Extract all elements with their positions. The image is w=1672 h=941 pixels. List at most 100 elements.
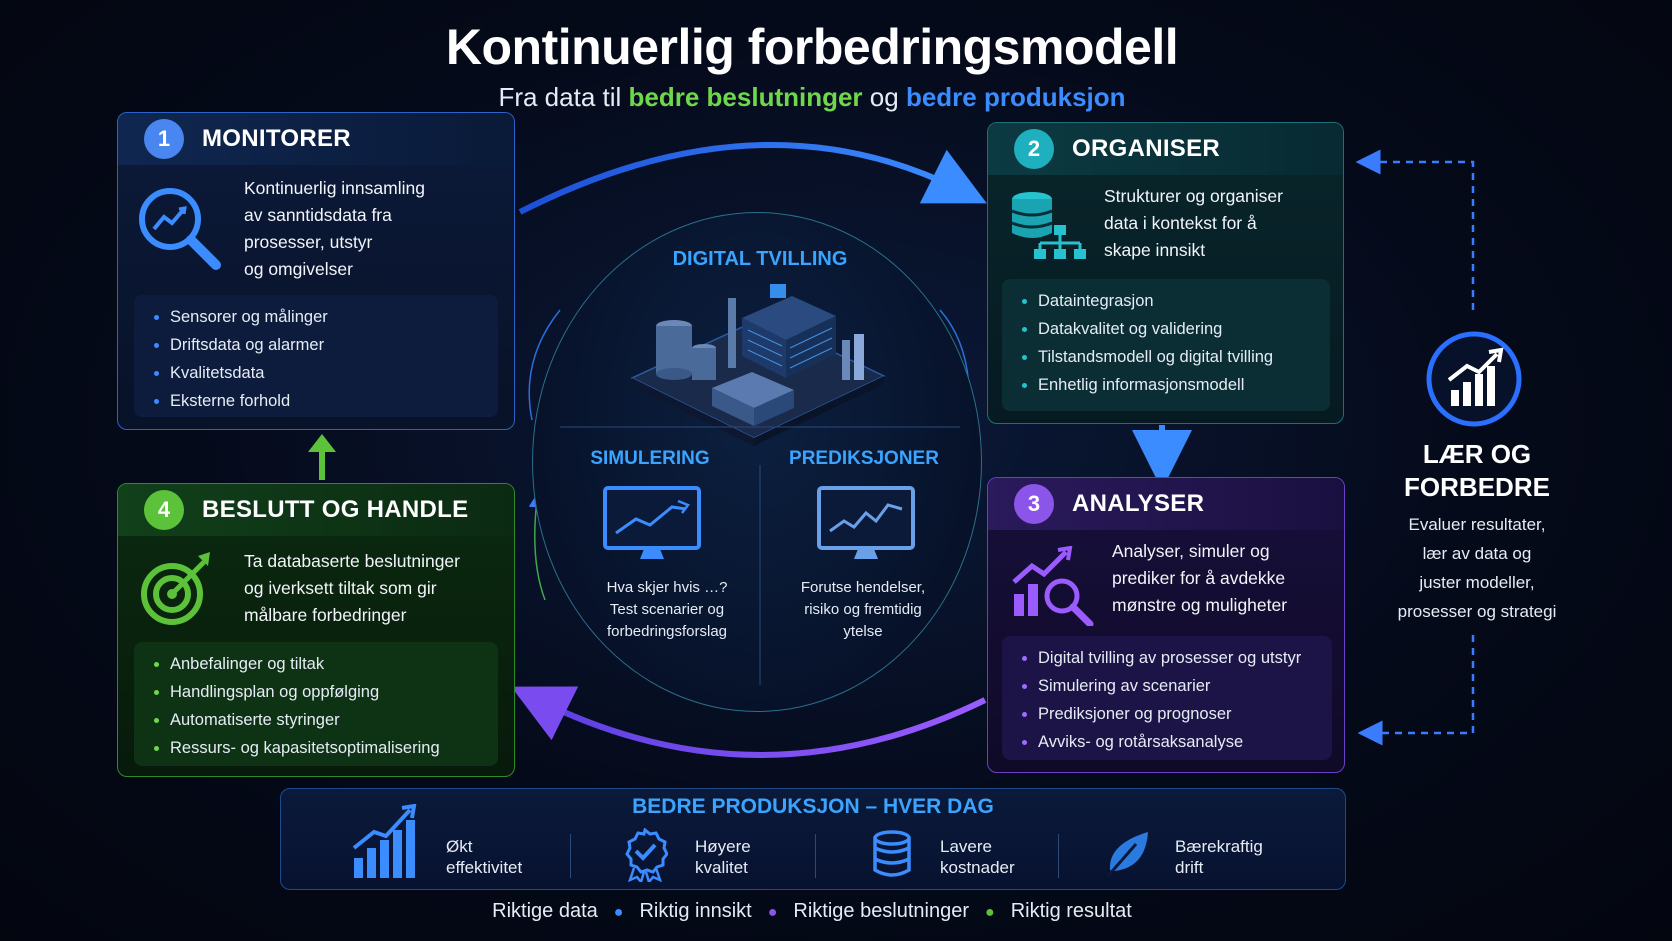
- digital-twin-title: DIGITAL TVILLING: [672, 248, 848, 270]
- factory-icon: [630, 284, 886, 446]
- benefit-efficiency: Økt effektivitet: [446, 836, 556, 878]
- footer-item: Riktig resultat: [1010, 900, 1132, 922]
- text-line: juster modeller,: [1419, 573, 1535, 592]
- card-organise-bullets: Dataintegrasjon Datakvalitet og valideri…: [1002, 279, 1330, 411]
- card-decide-bullets: Anbefalinger og tiltak Handlingsplan og …: [134, 642, 498, 766]
- text-line: Hva skjer hvis …?: [606, 579, 728, 596]
- footer-item: Riktige data: [492, 900, 598, 922]
- footer-item: Riktige beslutninger: [793, 900, 970, 922]
- card-decide-header: 4 BESLUTT OG HANDLE: [118, 484, 514, 536]
- card-analyse-desc: Analyser, simuler og prediker for å avde…: [1112, 538, 1340, 619]
- text-line: forbedringsforslag: [606, 623, 728, 640]
- desc-line: målbare forbedringer: [244, 605, 407, 625]
- divider: [815, 834, 816, 878]
- step-number-1: 1: [144, 119, 184, 159]
- growth-circle-icon: [1426, 331, 1522, 427]
- divider: [1058, 834, 1059, 878]
- monitor-prediction-icon: [817, 486, 915, 559]
- learn-title-line: FORBEDRE: [1404, 472, 1550, 502]
- text-line: Evaluer resultater,: [1408, 515, 1546, 534]
- benefit-line: drift: [1175, 858, 1204, 877]
- footer-dot: ●: [767, 904, 778, 921]
- desc-line: Analyser, simuler og: [1112, 541, 1270, 561]
- learn-text: Evaluer resultater, lær av data og juste…: [1372, 510, 1582, 626]
- simulation-text: Hva skjer hvis …? Test scenarier og forb…: [582, 577, 752, 643]
- list-item: Ressurs- og kapasitetsoptimalisering: [152, 734, 480, 762]
- list-item: Driftsdata og alarmer: [152, 331, 480, 359]
- benefit-cost: Lavere kostnader: [940, 836, 1050, 878]
- desc-line: av sanntidsdata fra: [244, 205, 392, 225]
- list-item: Automatiserte styringer: [152, 706, 480, 734]
- prediction-title: PREDIKSJONER: [789, 448, 939, 469]
- growth-chart-icon: [352, 804, 417, 878]
- list-item: Kvalitetsdata: [152, 359, 480, 387]
- page-title: Kontinuerlig forbedringsmodell: [445, 19, 1179, 75]
- desc-line: og omgivelser: [244, 259, 353, 279]
- target-arrow-icon: [141, 552, 210, 625]
- benefit-line: Økt: [446, 837, 473, 856]
- text-line: Test scenarier og: [609, 601, 725, 618]
- card-monitor-desc: Kontinuerlig innsamling av sanntidsdata …: [244, 175, 504, 283]
- center-dividers: [560, 426, 960, 685]
- desc-line: skape innsikt: [1104, 240, 1206, 260]
- benefit-line: kostnader: [940, 858, 1015, 877]
- card-monitor-header: 1 MONITORER: [118, 113, 514, 165]
- list-item: Digital tvilling av prosesser og utstyr: [1020, 644, 1314, 672]
- benefit-sustainability: Bærekraftig drift: [1175, 836, 1305, 878]
- card-analyse: 3 ANALYSER Analyser, simuler og prediker…: [987, 477, 1345, 773]
- step-number-4: 4: [144, 490, 184, 530]
- learn-title: LÆR OG FORBEDRE: [1372, 438, 1582, 504]
- card-analyse-bullets: Digital tvilling av prosesser og utstyr …: [1002, 636, 1332, 760]
- subtitle-middle: og: [869, 82, 899, 112]
- footer-dot: ●: [613, 904, 624, 921]
- database-network-icon: [1011, 192, 1086, 259]
- coins-icon: [873, 830, 911, 877]
- list-item: Anbefalinger og tiltak: [152, 650, 480, 678]
- learn-loop-top: [1355, 149, 1475, 310]
- text-line: Forutse hendelser,: [800, 579, 926, 596]
- card-organise-header: 2 ORGANISER: [988, 123, 1343, 175]
- text-line: lær av data og: [1422, 544, 1532, 563]
- text-line: risiko og fremtidig: [804, 601, 922, 618]
- leaf-icon: [1106, 832, 1148, 877]
- card-analyse-header: 3 ANALYSER: [988, 478, 1344, 530]
- benefit-line: kvalitet: [695, 858, 748, 877]
- list-item: Simulering av scenarier: [1020, 672, 1314, 700]
- list-item: Enhetlig informasjonsmodell: [1020, 371, 1312, 399]
- list-item: Eksterne forhold: [152, 387, 480, 415]
- card-decide: 4 BESLUTT OG HANDLE Ta databaserte beslu…: [117, 483, 515, 777]
- subtitle-highlight-decisions: bedre beslutninger: [628, 82, 863, 112]
- benefits-bar: [280, 788, 1346, 890]
- desc-line: data i kontekst for å: [1104, 213, 1257, 233]
- desc-line: Strukturer og organiser: [1104, 186, 1283, 206]
- learn-title-line: LÆR OG: [1422, 439, 1532, 469]
- list-item: Handlingsplan og oppfølging: [152, 678, 480, 706]
- card-decide-desc: Ta databaserte beslutninger og iverksett…: [244, 548, 508, 629]
- footer-tagline: Riktige data●Riktig innsikt●Riktige besl…: [0, 900, 1624, 923]
- card-monitor: 1 MONITORER Kontinuerlig innsamling av s…: [117, 112, 515, 430]
- page-subtitle: Fra data til bedre beslutninger og bedre…: [0, 82, 1624, 113]
- text-line: prosesser og strategi: [1397, 602, 1557, 621]
- list-item: Tilstandsmodell og digital tvilling: [1020, 343, 1312, 371]
- list-item: Prediksjoner og prognoser: [1020, 700, 1314, 728]
- digital-twin-circle: [532, 212, 982, 712]
- card-decide-title: BESLUTT OG HANDLE: [202, 496, 469, 523]
- benefit-line: effektivitet: [446, 858, 523, 877]
- prediction-text: Forutse hendelser, risiko og fremtidig y…: [778, 577, 948, 643]
- benefit-line: Lavere: [940, 837, 992, 856]
- card-monitor-title: MONITORER: [202, 125, 351, 152]
- desc-line: mønstre og muligheter: [1112, 595, 1288, 615]
- subtitle-highlight-production: bedre produksjon: [905, 82, 1126, 112]
- footer-dot: ●: [985, 904, 995, 921]
- card-organise: 2 ORGANISER Strukturer og organiser data…: [987, 122, 1344, 424]
- benefit-line: Bærekraftig: [1175, 837, 1263, 856]
- benefit-line: Høyere: [695, 837, 751, 856]
- card-monitor-bullets: Sensorer og målinger Driftsdata og alarm…: [134, 295, 498, 417]
- learn-loop-bottom: [1357, 635, 1475, 746]
- list-item: Avviks- og rotårsaksanalyse: [1020, 728, 1314, 756]
- desc-line: prosesser, utstyr: [244, 232, 373, 252]
- arrow-analyse-to-decide: [511, 686, 987, 758]
- benefits-title: BEDRE PRODUKSJON – HVER DAG: [632, 795, 994, 818]
- step-number-3: 3: [1014, 484, 1054, 524]
